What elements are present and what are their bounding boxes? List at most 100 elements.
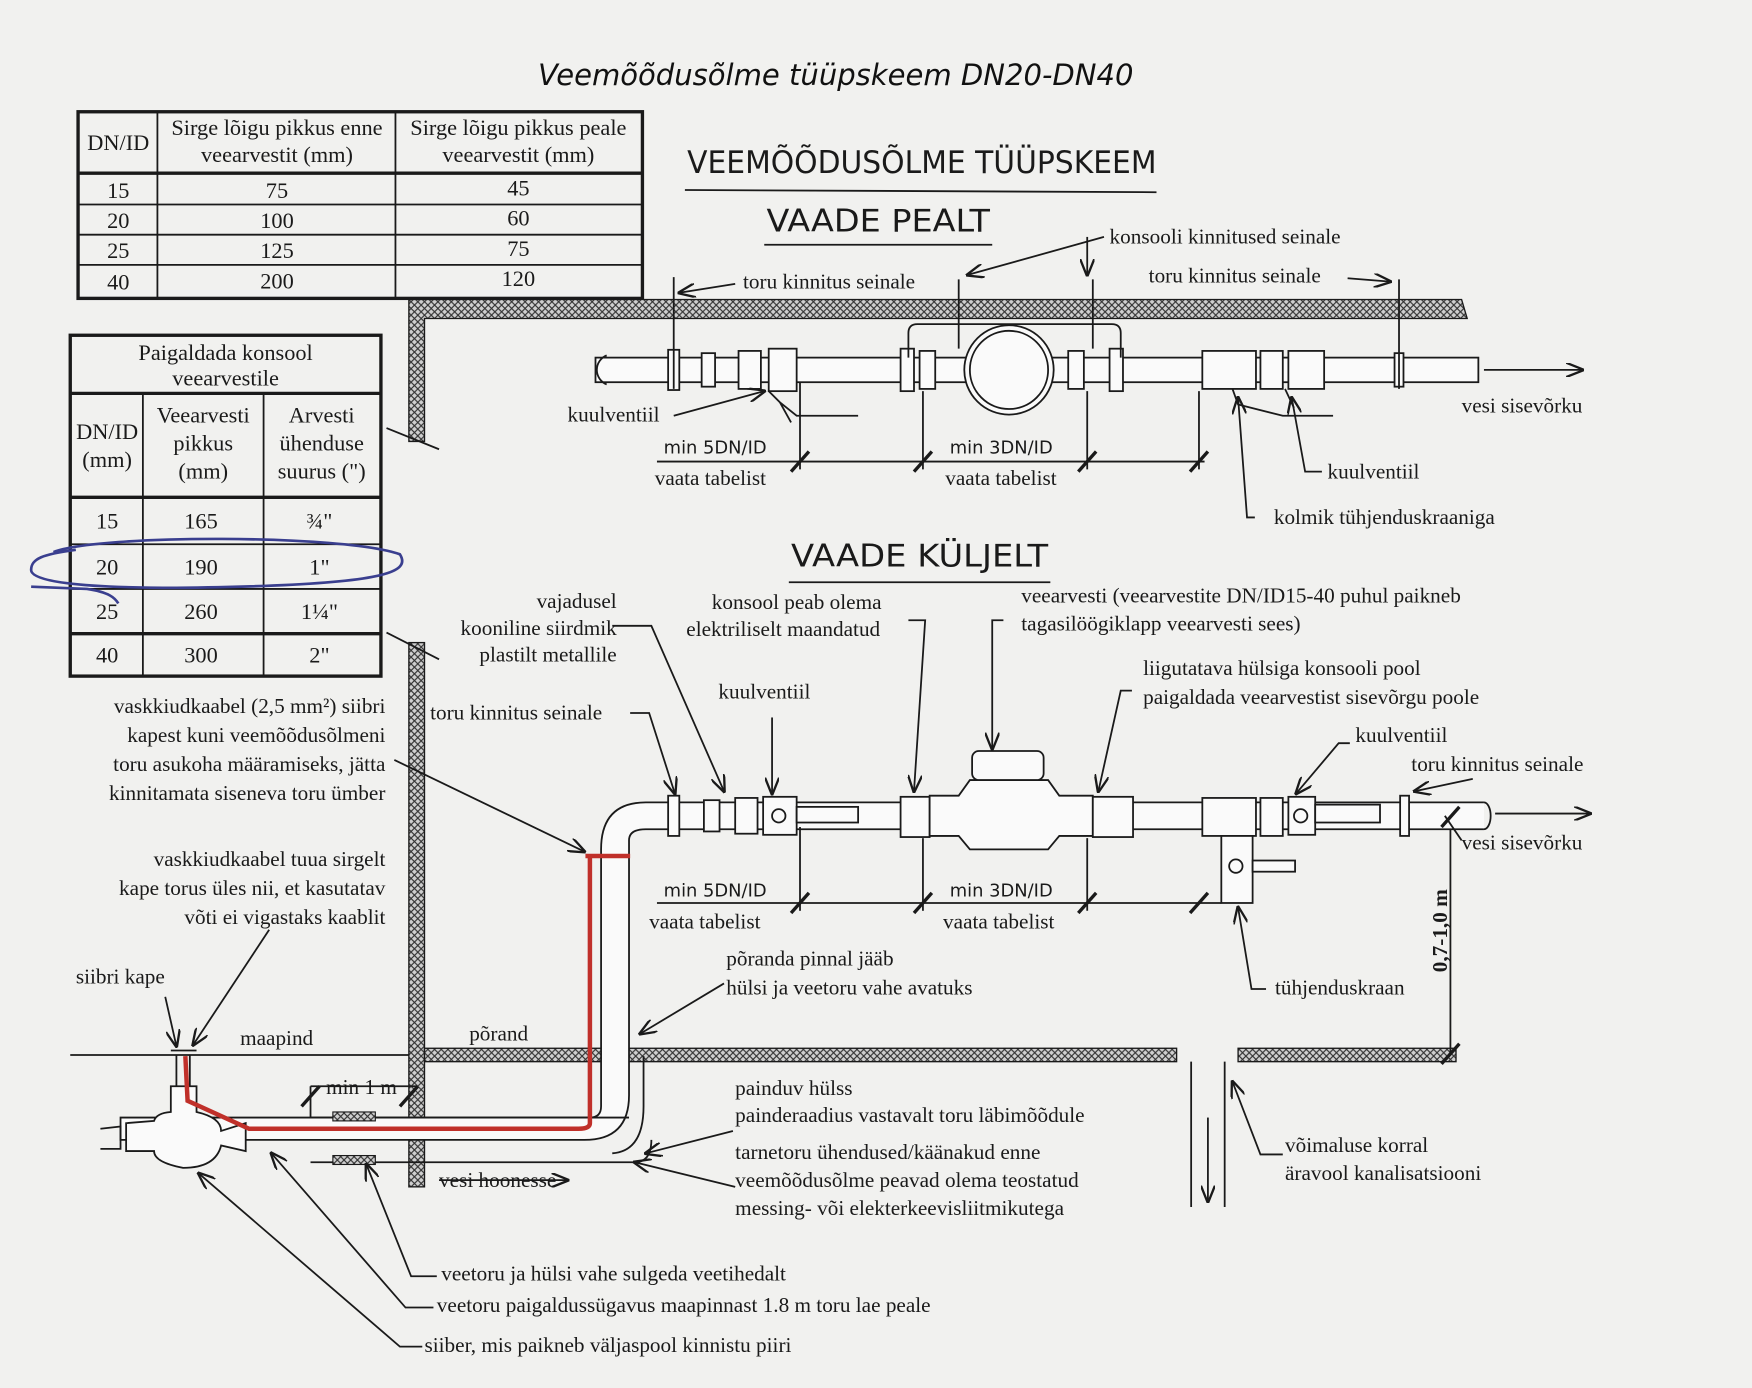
label-kuulventiil-right: kuulventiil [1355, 723, 1447, 747]
side-view-heading: VAADE KÜLJELT [791, 537, 1049, 575]
label-vaskkiud-sirgelt-3: võti ei vigastaks kaablit [184, 905, 385, 929]
label-poranda-pinnal-2: hülsi ja veetoru vahe avatuks [726, 976, 972, 1000]
label-maapind: maapind [240, 1026, 313, 1050]
label-vajadusel: vajadusel [537, 589, 617, 613]
label-vaskkiud-sirgelt-2: kape torus üles nii, et kasutatav [119, 876, 386, 900]
top-view: toru kinnitus seinale konsooli kinnituse… [386, 225, 1583, 529]
header-after: Sirge lõigu pikkus peale [410, 115, 626, 140]
cell: 120 [502, 266, 536, 291]
label-vesi-hoonesse: vesi hoonesse [439, 1168, 556, 1192]
label-toru-kinnitus: toru kinnitus seinale [743, 269, 915, 293]
label-tarnetoru: tarnetoru ühendused/käänakud enne [735, 1140, 1040, 1164]
cell: 1" [309, 554, 329, 579]
label-min-3dn: min 3DN/ID [950, 880, 1053, 901]
header-dn: DN/ID [87, 130, 149, 155]
label-vaskkiudkaabel: vaskkiudkaabel (2,5 mm²) siibri [114, 694, 386, 718]
label-min-5dn: min 5DN/ID [664, 438, 767, 459]
label-vaskkiudkaabel-2: kapest kuni veemõõdusõlmeni [127, 723, 385, 747]
label-kuulventiil-right: kuulventiil [1327, 459, 1419, 483]
label-vajadusel-3: plastilt metallile [479, 643, 616, 667]
cell: 45 [507, 176, 529, 201]
cell: 2" [309, 643, 329, 668]
cell: 15 [107, 178, 129, 203]
cell: 190 [184, 554, 218, 579]
col-size-2: ühenduse [279, 430, 363, 455]
cell: 25 [96, 599, 118, 624]
label-vaskkiudkaabel-4: kinnitamata siseneva toru ümber [109, 781, 385, 805]
label-min-5dn: min 5DN/ID [664, 880, 767, 901]
label-vaata-tabelist: vaata tabelist [649, 910, 760, 934]
col-length-2: pikkus [173, 430, 233, 455]
cell: 20 [96, 554, 118, 579]
cell: 260 [184, 599, 218, 624]
cell: 40 [107, 269, 129, 294]
label-tarnetoru-2: veemõõdusõlme peavad olema teostatud [735, 1168, 1079, 1192]
cell: 20 [107, 208, 129, 233]
table-row-highlighted: 20 190 1" [96, 554, 330, 579]
label-liigutatava: liigutatava hülsiga konsooli pool [1143, 656, 1421, 680]
label-konsool-2: elektriliselt maandatud [686, 617, 880, 641]
col-size: Arvesti [289, 402, 355, 427]
table-row: 40 300 2" [96, 643, 330, 668]
cell: 100 [260, 208, 294, 233]
col-length: Veearvesti [157, 402, 250, 427]
table-row: 15 75 45 [107, 176, 529, 203]
header-before: Sirge lõigu pikkus enne [171, 115, 382, 140]
label-veearvesti: veearvesti (veearvestite DN/ID15-40 puhu… [1021, 583, 1461, 607]
label-paigaldussugavus: veetoru paigaldussügavus maapinnast 1.8 … [437, 1293, 931, 1317]
label-voimaluse-korral: võimaluse korral [1285, 1133, 1428, 1157]
copper-cable [183, 854, 593, 1131]
label-height-dimension: 0,7-1,0 m [1428, 889, 1452, 972]
label-painduv-hulss: painduv hülss [735, 1076, 852, 1100]
table-row: 25 260 1¼" [96, 599, 338, 624]
cell: 1¼" [301, 599, 338, 624]
cell: 25 [107, 238, 129, 263]
label-toru-kinnitus-right: toru kinnitus seinale [1411, 752, 1583, 776]
cell: 75 [266, 178, 288, 203]
label-tuhjenduskraan: tühjenduskraan [1275, 976, 1405, 1000]
cell: 165 [184, 509, 218, 534]
cell: 300 [184, 643, 218, 668]
label-vesi-sisevorku: vesi sisevõrku [1462, 830, 1583, 854]
label-toru-kinnitus: toru kinnitus seinale [430, 701, 602, 725]
document-title: Veemõõdusõlme tüüpskeem DN20-DN40 [538, 58, 1133, 92]
label-toru-kinnitus-right: toru kinnitus seinale [1149, 264, 1321, 288]
cell: ¾" [307, 509, 333, 534]
label-vaata-tabelist: vaata tabelist [655, 466, 766, 490]
label-kolmik: kolmik tühjenduskraaniga [1274, 505, 1496, 529]
label-kuulventiil: kuulventiil [718, 679, 810, 703]
caption: Paigaldada konsool [138, 340, 312, 365]
label-vaskkiud-sirgelt: vaskkiudkaabel tuua sirgelt [154, 847, 386, 871]
label-siiber: siiber, mis paikneb väljaspool kinnistu … [425, 1333, 792, 1357]
label-vaata-tabelist-2: vaata tabelist [943, 910, 1054, 934]
console-table: Paigaldada konsool veearvestile DN/ID (m… [29, 333, 404, 678]
label-min-1m: min 1 m [326, 1075, 397, 1099]
cell: 40 [96, 643, 118, 668]
cell: 15 [96, 509, 118, 534]
cell: 75 [507, 236, 529, 261]
straight-length-table: DN/ID Sirge lõigu pikkus enne veearvesti… [76, 110, 645, 301]
label-vaskkiudkaabel-3: toru asukoha määramiseks, jätta [113, 752, 386, 776]
cell: 200 [260, 268, 294, 293]
main-heading: VEEMÕÕDUSÕLME TÜÜPSKEEM [687, 143, 1156, 181]
col-dn-unit: (mm) [82, 447, 132, 472]
top-view-heading: VAADE PEALT [766, 203, 990, 239]
table-row: 20 100 60 [107, 206, 529, 233]
label-konsool: konsool peab olema [712, 590, 882, 614]
header-after-2: veearvestit (mm) [442, 142, 594, 167]
label-veetoru-hulsi: veetoru ja hülsi vahe sulgeda veetihedal… [441, 1262, 786, 1286]
label-siibri-kape: siibri kape [76, 964, 165, 988]
col-dn: DN/ID [76, 419, 138, 444]
side-view: vajadusel kooniline siirdmik plastilt me… [70, 583, 1590, 1357]
header-before-2: veearvestit (mm) [201, 142, 353, 167]
label-voimaluse-korral-2: äravool kanalisatsiooni [1285, 1161, 1481, 1185]
cell: 60 [507, 206, 529, 231]
label-konsooli-kinnitused: konsooli kinnitused seinale [1110, 225, 1341, 249]
label-veearvesti-2: tagasilöögiklapp veearvesti sees) [1021, 611, 1300, 635]
label-porand: põrand [469, 1021, 528, 1045]
label-vajadusel-2: kooniline siirdmik [461, 616, 618, 640]
table-row: 40 200 120 [107, 266, 535, 294]
label-tarnetoru-3: messing- või elekterkeevisliitmikutega [735, 1196, 1064, 1220]
